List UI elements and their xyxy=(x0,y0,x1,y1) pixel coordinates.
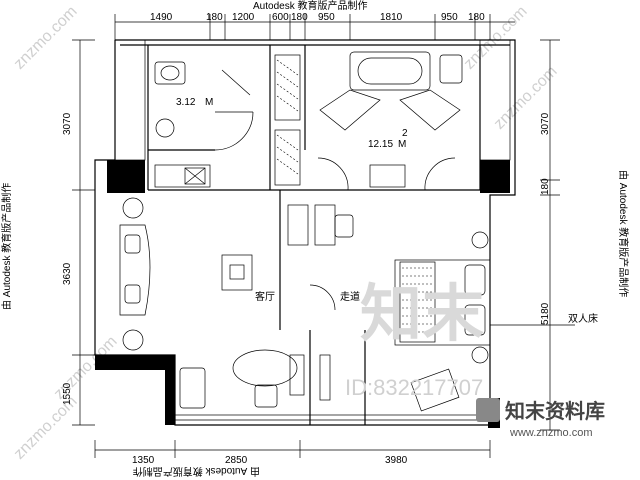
watermark-diag-top-left: znzmo.com xyxy=(11,3,81,73)
bathtub xyxy=(349,51,431,91)
column-right xyxy=(480,160,510,193)
shower-tray xyxy=(154,164,211,188)
double-bed xyxy=(394,259,491,346)
toilet-small xyxy=(154,61,186,85)
watermark-logo: 知末 xyxy=(360,280,484,349)
dining-table xyxy=(232,349,298,387)
vanity xyxy=(369,164,406,188)
top-dim-3: 1200 xyxy=(232,12,255,23)
lamp-top-left xyxy=(122,197,144,219)
right-dim-2: 180 xyxy=(540,178,551,195)
lamp-bottom-left xyxy=(122,329,144,351)
living-room: 客厅 走道 xyxy=(119,197,360,351)
dining-area xyxy=(179,349,331,409)
bottom-dim-1: 1350 xyxy=(132,455,155,466)
left-dim-1: 3070 xyxy=(62,112,73,135)
corridor-label: 走道 xyxy=(340,290,360,303)
top-dim-2: 180 xyxy=(206,12,223,23)
small-bathroom: 3.12 M xyxy=(154,61,254,188)
top-dim-1: 1490 xyxy=(150,12,173,23)
left-dim-2: 3630 xyxy=(62,262,73,285)
bedside-lamp-bottom xyxy=(471,346,489,364)
brand-badge: 知末资料库 www.znzmo.com xyxy=(476,398,605,439)
coffee-table xyxy=(221,254,253,291)
bottom-dim-2: 2850 xyxy=(225,455,248,466)
right-note: 由 Autodesk 教育版产品制作 xyxy=(617,170,630,297)
top-dim-6: 950 xyxy=(318,12,335,23)
brand-name: 知末资料库 xyxy=(505,399,605,423)
bottom-note: 由 Autodesk 教育版产品制作 xyxy=(133,465,260,478)
armchair xyxy=(287,204,309,246)
top-dim-8: 950 xyxy=(441,12,458,23)
brand-logo-box xyxy=(476,398,500,422)
closet xyxy=(274,54,301,186)
left-dimensions: 3070 3630 1550 由 Autodesk 教育版产品制作 xyxy=(0,39,95,426)
center-watermark: 知末 ID:832217707 xyxy=(345,280,484,400)
large-bathroom: 12.15 M 2 xyxy=(317,51,463,191)
top-dim-9: 180 xyxy=(468,12,485,23)
bedroom: 双人床 xyxy=(394,231,598,412)
toilet-large xyxy=(439,54,463,84)
left-dim-3: 1550 xyxy=(62,382,73,405)
top-note: Autodesk 教育版产品制作 xyxy=(253,0,367,12)
lounge-chair xyxy=(410,368,460,412)
right-dimensions: 3070 180 5180 由 Autodesk 教育版产品制作 xyxy=(540,39,630,431)
area-large-superscript: 2 xyxy=(402,128,408,139)
area-large-unit: M xyxy=(398,139,406,150)
structural-columns xyxy=(95,160,510,428)
right-dim-1: 3070 xyxy=(540,112,551,135)
sofa xyxy=(119,224,151,316)
bedside-lamp-top xyxy=(471,231,489,249)
bottom-dimensions: 1350 2850 3980 由 Autodesk 教育版产品制作 xyxy=(94,440,491,478)
area-large-value: 12.15 xyxy=(368,139,393,150)
living-room-label: 客厅 xyxy=(255,290,275,303)
basin-small xyxy=(155,118,175,138)
top-dim-5: 180 xyxy=(291,12,308,23)
wall-block-lower-left xyxy=(95,355,175,425)
top-dim-7: 1810 xyxy=(380,12,403,23)
top-dim-4: 600 xyxy=(272,12,289,23)
column-left xyxy=(107,160,145,193)
top-dimensions: 1490 180 1200 600 180 950 1810 950 180 A… xyxy=(114,0,515,40)
watermark-id: ID:832217707 xyxy=(345,375,483,400)
bed-callout: 双人床 xyxy=(568,312,598,325)
brand-url: www.znzmo.com xyxy=(509,427,593,439)
area-small-unit: M xyxy=(205,97,213,108)
bottom-dim-3: 3980 xyxy=(385,455,408,466)
right-dim-3: 5180 xyxy=(540,302,551,325)
area-small-value: 3.12 xyxy=(176,97,196,108)
left-note: 由 Autodesk 教育版产品制作 xyxy=(0,183,13,310)
